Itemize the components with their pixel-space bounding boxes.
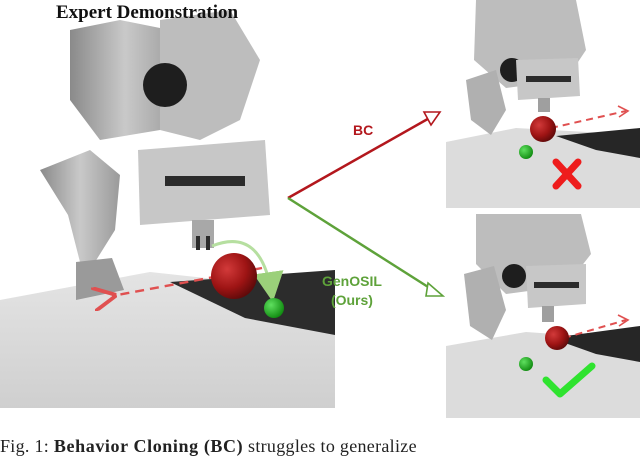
bc-scene — [446, 0, 640, 208]
robot-upper-arm — [70, 20, 180, 140]
genosil-scene — [446, 214, 640, 418]
robot-elbow — [40, 150, 120, 262]
bc-green-target — [519, 145, 533, 159]
cross-icon — [552, 158, 582, 190]
green-target — [264, 298, 284, 318]
genosil-label: GenOSIL (Ours) — [322, 272, 382, 310]
bc-red-ball — [530, 116, 556, 142]
bc-result-panel — [446, 0, 640, 208]
bc-branch-arrow — [287, 114, 434, 200]
genosil-red-ball — [545, 326, 569, 350]
genosil-label-ours: (Ours) — [330, 292, 373, 308]
caption-bold: Behavior Cloning (BC) — [53, 436, 244, 456]
check-icon — [542, 362, 596, 398]
caption-prefix: Fig. 1: — [0, 436, 54, 456]
robot-shoulder — [160, 10, 260, 140]
expert-demonstration-panel: Expert Demonstration — [0, 0, 335, 408]
bc-label: BC — [353, 122, 374, 138]
caption-rest: struggles to generalize — [243, 436, 417, 456]
robot-wrist-band — [165, 176, 245, 186]
robot-joint — [143, 63, 187, 107]
figure-title: Expert Demonstration — [56, 2, 239, 23]
expert-scene — [0, 10, 335, 408]
ball-direction-arrow — [112, 266, 263, 296]
genosil-branch-arrow — [287, 196, 437, 294]
genosil-green-target — [519, 357, 533, 371]
genosil-label-name: GenOSIL — [322, 273, 382, 289]
genosil-ball-direction-arrow — [563, 319, 627, 339]
genosil-result-panel — [446, 214, 640, 418]
table-black-edge — [170, 270, 335, 335]
figure-caption: Fig. 1: Behavior Cloning (BC) struggles … — [0, 436, 640, 457]
bc-ball-direction-arrow — [550, 110, 627, 129]
red-ball — [211, 253, 257, 299]
expert-trajectory-arrow — [211, 240, 284, 302]
